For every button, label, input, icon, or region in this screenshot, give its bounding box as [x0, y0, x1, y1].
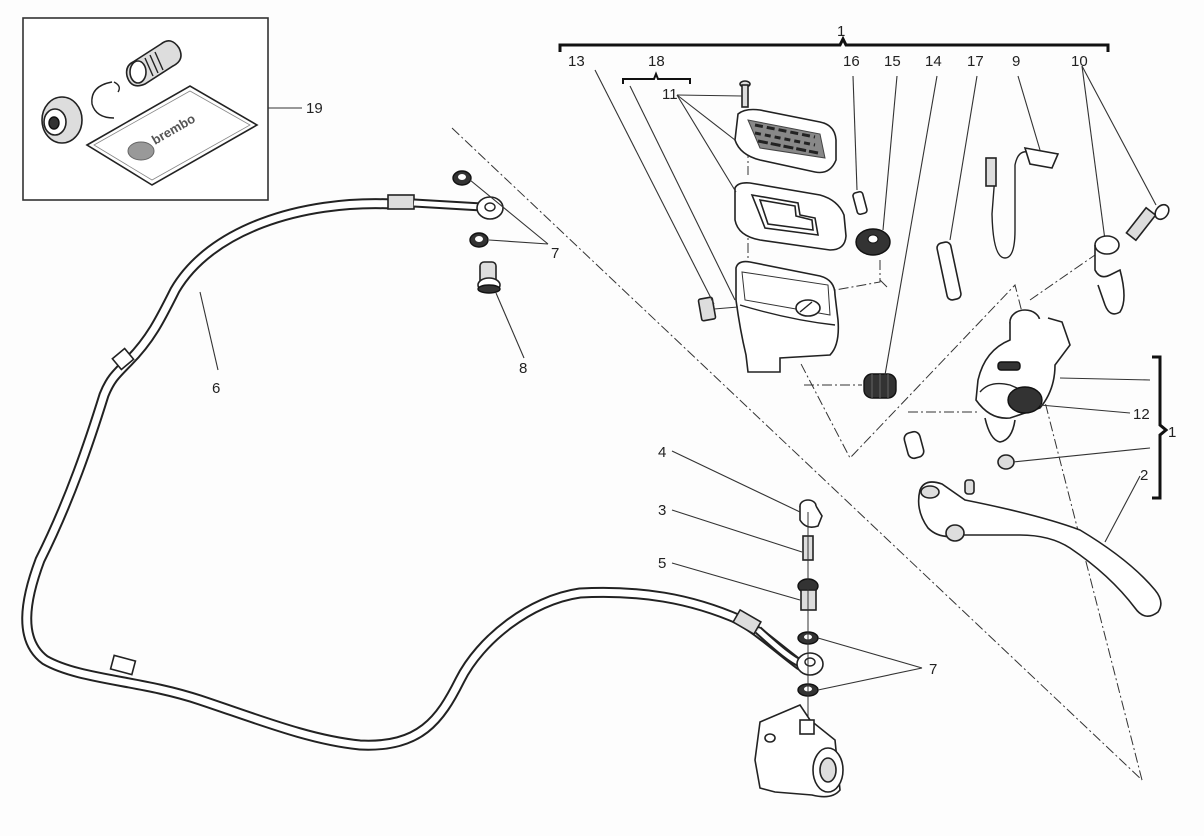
clamp-10 — [1094, 203, 1170, 315]
leader-9 — [1017, 75, 1041, 151]
callout-9: 9 — [1012, 53, 1020, 70]
leader-12 — [1039, 404, 1131, 414]
leader-18 — [629, 85, 736, 301]
leader-14 — [884, 75, 938, 376]
callout-18: 18 — [648, 53, 665, 70]
pivot-bushing-12 — [1007, 386, 1043, 414]
banjo-eye-top — [476, 196, 504, 220]
callout-12: 12 — [1133, 406, 1150, 423]
callout-7-top: 7 — [551, 245, 559, 262]
callout-13: 13 — [568, 53, 585, 70]
clutch-hose — [21, 194, 824, 751]
bleed-cap-4 — [799, 499, 823, 528]
repair-kit-inset: brembo — [22, 17, 302, 201]
leader-1-a — [1059, 377, 1151, 381]
reservoir-body — [735, 260, 840, 373]
reservoir-plug — [697, 296, 717, 322]
leader-7-top-b — [488, 239, 549, 245]
leader-11-a — [676, 94, 743, 97]
leader-2 — [1104, 475, 1141, 543]
leader-16 — [852, 75, 858, 191]
group-bracket-right — [1152, 355, 1169, 500]
clutch-switch — [985, 146, 1060, 259]
leader-10-a — [1081, 65, 1106, 241]
banjo-bolt-top — [477, 261, 501, 294]
hose-sleeve-1 — [111, 347, 135, 371]
top-leaders — [594, 65, 1157, 376]
group-bracket-18 — [622, 71, 691, 84]
callout-4: 4 — [658, 444, 666, 461]
leader-15 — [882, 75, 898, 231]
callout-3: 3 — [658, 502, 666, 519]
callout-6: 6 — [212, 380, 220, 397]
leader-10-b — [1081, 65, 1157, 206]
leader-5 — [671, 562, 801, 601]
callout-1-top: 1 — [837, 23, 845, 40]
leader-6 — [199, 291, 219, 371]
lever-parts — [903, 430, 1162, 617]
kit-circlip — [91, 81, 121, 119]
kit-cup-seal — [41, 96, 83, 144]
callout-1-right: 1 — [1168, 424, 1176, 441]
reservoir-cover — [734, 108, 837, 174]
leader-4 — [671, 450, 801, 513]
hose-fitting-bottom — [732, 608, 762, 636]
callout-11: 11 — [662, 86, 678, 103]
leader-8 — [495, 292, 525, 359]
assembly-line-5 — [1029, 254, 1096, 301]
kit-instruction-sheet: brembo — [85, 85, 259, 186]
callout-5: 5 — [658, 555, 666, 572]
reservoir-diaphragm — [734, 182, 847, 251]
callout-16: 16 — [843, 53, 860, 70]
assembly-line-1 — [451, 127, 1143, 781]
leader-17 — [949, 75, 978, 241]
callout-14: 14 — [925, 53, 942, 70]
pivot-sleeve — [903, 430, 925, 460]
assembly-line-6 — [879, 279, 888, 288]
callout-19: 19 — [306, 100, 323, 117]
leader-7-top-a — [469, 179, 549, 245]
callout-15: 15 — [884, 53, 901, 70]
callout-10: 10 — [1071, 53, 1088, 70]
grommet-15 — [855, 228, 891, 256]
leader-7-bottom-a — [817, 637, 923, 669]
group-bracket-top — [558, 35, 1110, 52]
upper-banjo-parts — [452, 170, 549, 359]
pivot-nut — [997, 454, 1015, 470]
callout-labels: 1 1 2 3 4 5 6 7 7 8 9 10 11 12 13 14 15 … — [212, 23, 1176, 678]
leader-1-b — [1012, 447, 1151, 463]
reservoir-screw — [739, 80, 751, 108]
master-cylinder-body — [975, 309, 1071, 443]
adjuster-pin-17 — [936, 241, 962, 301]
callout-8: 8 — [519, 360, 527, 377]
hose-sleeve-2 — [109, 654, 137, 676]
hose-fitting-top — [387, 194, 415, 210]
leader-3 — [671, 509, 803, 553]
reservoir-stack — [697, 80, 897, 399]
assembly-line-grommet — [834, 260, 881, 291]
boot-14 — [863, 373, 897, 399]
right-leaders — [1012, 377, 1151, 543]
leader-11-b — [676, 94, 736, 141]
slave-cylinder — [754, 704, 844, 798]
pin-16 — [852, 190, 868, 216]
callout-2: 2 — [1140, 467, 1148, 484]
kit-piston — [125, 40, 182, 87]
leader-7-bottom-b — [817, 667, 923, 691]
lower-bleed-stack — [671, 450, 923, 798]
banjo-eye-bottom — [796, 652, 824, 676]
clamp-screw — [1125, 203, 1170, 242]
leader-13 — [594, 69, 715, 305]
callout-7-bottom: 7 — [929, 661, 937, 678]
clutch-lever — [917, 479, 1162, 617]
callout-17: 17 — [967, 53, 984, 70]
leader-11-c — [676, 94, 737, 193]
